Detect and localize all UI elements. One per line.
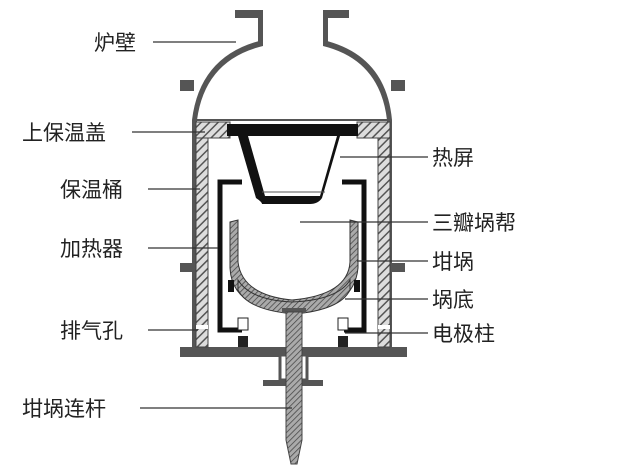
label-three-petal-crucible-wall: 三瓣埚帮	[432, 211, 516, 235]
label-electrode-post: 电极柱	[432, 322, 495, 346]
crucible-rod	[263, 308, 323, 465]
label-crucible-rod: 坩埚连杆	[22, 397, 106, 421]
heater	[217, 179, 367, 333]
insulation-cover	[195, 121, 391, 139]
label-heat-shield: 热屏	[432, 146, 474, 170]
label-crucible-bottom: 埚底	[432, 288, 474, 312]
leader-lines	[132, 41, 428, 409]
insulation-tube	[195, 137, 391, 348]
crucible-bottom	[237, 278, 351, 315]
heat-shield	[227, 124, 358, 204]
label-furnace-wall: 炉壁	[94, 31, 136, 55]
label-exhaust-hole: 排气孔	[60, 319, 123, 343]
label-upper-insulation-cover: 上保温盖	[22, 121, 106, 145]
label-crucible: 坩埚	[432, 250, 474, 274]
label-insulation-tube: 保温桶	[60, 178, 123, 202]
label-heater: 加热器	[60, 237, 123, 261]
electrode-posts	[237, 317, 349, 347]
